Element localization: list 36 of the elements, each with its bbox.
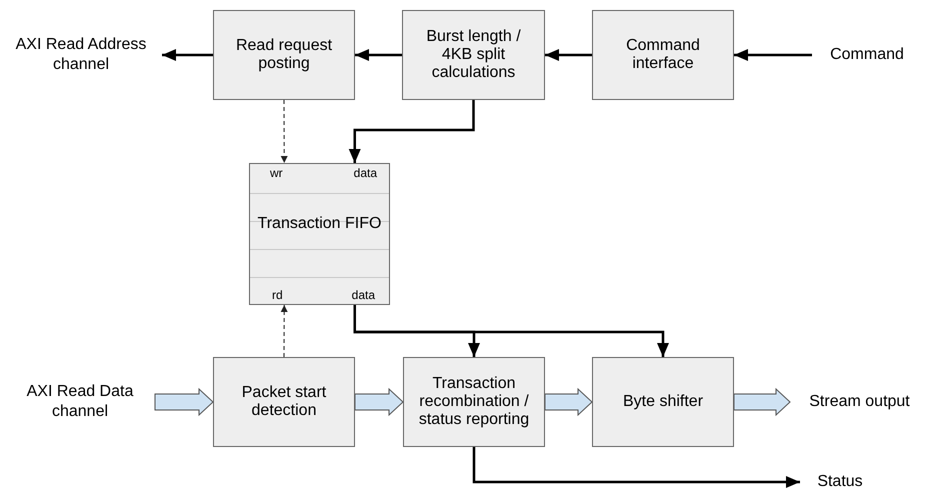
process-box <box>403 357 545 447</box>
arrow <box>348 100 475 163</box>
dashed-arrow <box>280 304 288 358</box>
signal-label: AXI Read Data channel <box>5 382 155 422</box>
process-box <box>592 357 734 447</box>
arrow <box>162 49 213 61</box>
box-label: Byte shifter <box>622 393 704 411</box>
signal-label: AXI Read Address channel <box>0 35 162 75</box>
process-box <box>402 10 545 100</box>
arrow <box>354 305 669 357</box>
box-label: Packet start detection <box>240 384 328 420</box>
signal-label: Command <box>812 44 922 66</box>
fifo-box <box>249 163 390 305</box>
arrow <box>545 49 592 61</box>
signal-label: Status <box>800 471 880 490</box>
arrow <box>734 49 812 61</box>
box-label: Transaction recombination / status reporting <box>418 375 530 429</box>
box-label: Burst length / 4KB split calculations <box>425 28 522 82</box>
dashed-arrow <box>280 100 288 164</box>
signal-label: Stream output <box>790 391 929 413</box>
port-label: wr <box>270 165 283 181</box>
block-arrow <box>734 388 791 416</box>
arrow <box>355 49 402 61</box>
process-box <box>213 10 355 100</box>
block-arrow <box>354 388 404 416</box>
box-label: Command interface <box>625 37 701 73</box>
port-label: data <box>354 165 377 181</box>
box-label: Read request posting <box>234 37 334 73</box>
fifo-label: Transaction FIFO <box>256 214 382 234</box>
port-label: rd <box>272 287 283 303</box>
arrow <box>472 447 800 488</box>
process-box <box>213 357 355 447</box>
block-arrow <box>154 388 214 416</box>
process-box <box>592 10 734 100</box>
block-arrow <box>544 388 593 416</box>
port-label: data <box>352 287 375 303</box>
